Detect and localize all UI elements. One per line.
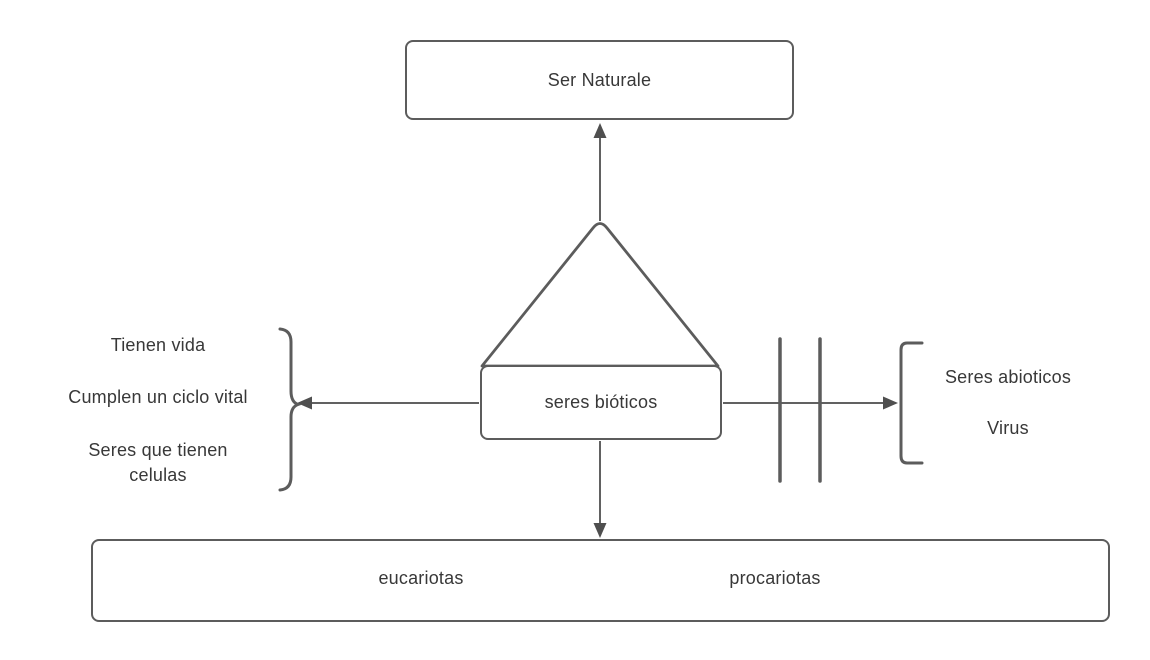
node-seres-bioticos: seres bióticos [480, 365, 722, 440]
label-eucariotas: eucariotas [378, 568, 464, 588]
node-eucariotas-procariotas [91, 539, 1110, 622]
arrowhead-down [593, 523, 607, 538]
arrowhead-left [297, 396, 312, 410]
label-tienen-vida: Tienen vida [110, 335, 206, 355]
node-ser-naturale: Ser Naturale [405, 40, 794, 120]
arrowhead-right [883, 396, 898, 410]
triangle-shape [480, 222, 720, 368]
label-seres-abioticos: Seres abioticos [944, 367, 1072, 387]
square-bracket-right [899, 341, 924, 465]
curly-brace-left [278, 327, 303, 492]
arrowhead-up [593, 123, 607, 138]
label-cumplen-ciclo-vital: Cumplen un ciclo vital [68, 387, 248, 407]
label-virus: Virus [987, 418, 1029, 438]
node-seres-bioticos-label: seres bióticos [544, 392, 658, 412]
label-procariotas: procariotas [729, 568, 821, 588]
node-ser-naturale-label: Ser Naturale [547, 69, 652, 90]
label-seres-con-celulas: Seres que tienen celulas [88, 440, 228, 485]
